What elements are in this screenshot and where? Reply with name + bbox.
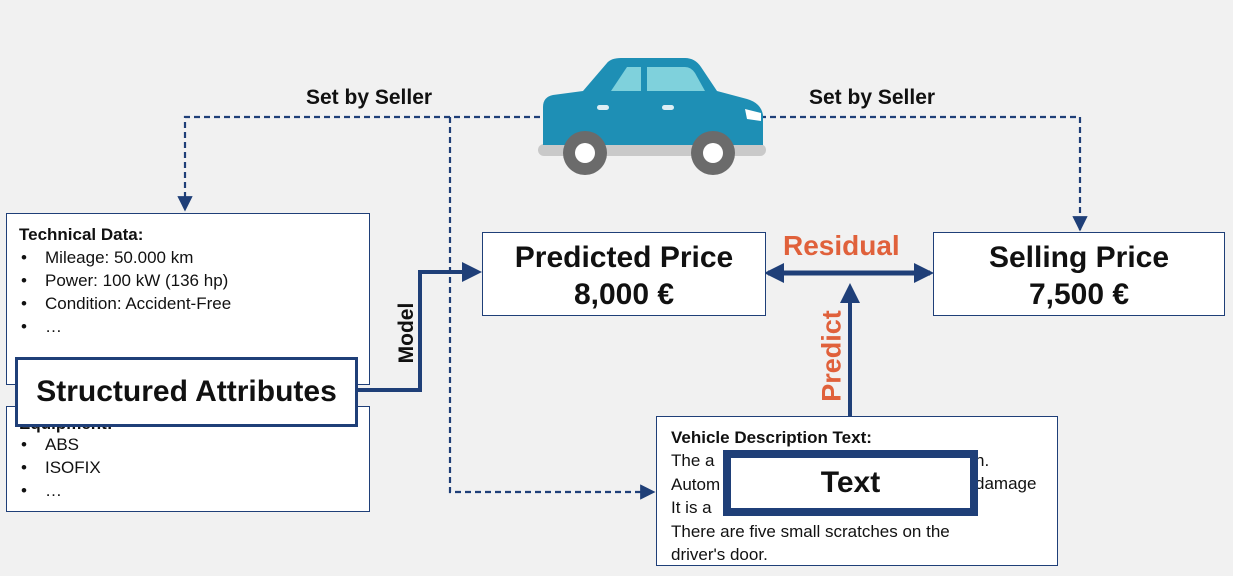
model-label: Model [385, 300, 429, 366]
description-fragment: n. [975, 451, 990, 470]
set-by-seller-label-left: Set by Seller [306, 86, 433, 109]
selling-price-value: 7,500 € [1028, 278, 1130, 311]
list-item: Mileage: 50.000 km [19, 246, 369, 269]
technical-data-heading: Technical Data: [19, 225, 144, 244]
list-item: ISOFIX [19, 456, 369, 479]
description-line: It is a [671, 498, 712, 517]
list-item: … [19, 315, 369, 338]
selling-price-title: Selling Price [988, 241, 1170, 274]
dashed-line-car-to-tech [177, 115, 540, 212]
technical-data-list: Mileage: 50.000 km Power: 100 kW (136 hp… [19, 246, 369, 338]
dashed-line-car-to-desc [448, 117, 656, 500]
description-line: The a [671, 451, 715, 470]
car-icon [538, 58, 766, 175]
predicted-price-title: Predicted Price [514, 241, 734, 274]
list-item: ABS [19, 433, 369, 456]
list-item: Power: 100 kW (136 hp) [19, 269, 369, 292]
description-fragment: damage [975, 474, 1037, 493]
dashed-line-car-to-selling [760, 115, 1088, 232]
equipment-list: ABS ISOFIX … [19, 433, 369, 502]
description-line: There are five small scratches on the [671, 521, 950, 541]
description-line: Autom [671, 474, 721, 494]
model-label-text: Model [395, 302, 418, 364]
vehicle-description-heading: Vehicle Description Text: [671, 428, 872, 447]
list-item: … [19, 479, 369, 502]
description-line: driver's door. [671, 545, 768, 564]
predicted-price-value: 8,000 € [573, 278, 675, 311]
structured-attributes-label: Structured Attributes [15, 357, 358, 427]
residual-label: Residual [783, 230, 900, 261]
predict-label: Predict [812, 300, 852, 412]
model-arrow [358, 262, 482, 392]
selling-price-box: Selling Price 7,500 € [933, 232, 1225, 316]
predicted-price-box: Predicted Price 8,000 € [482, 232, 766, 316]
predict-label-text: Predict [816, 310, 847, 402]
list-item: Condition: Accident-Free [19, 292, 369, 315]
text-label: Text [723, 450, 978, 516]
set-by-seller-label-right: Set by Seller [809, 86, 936, 109]
